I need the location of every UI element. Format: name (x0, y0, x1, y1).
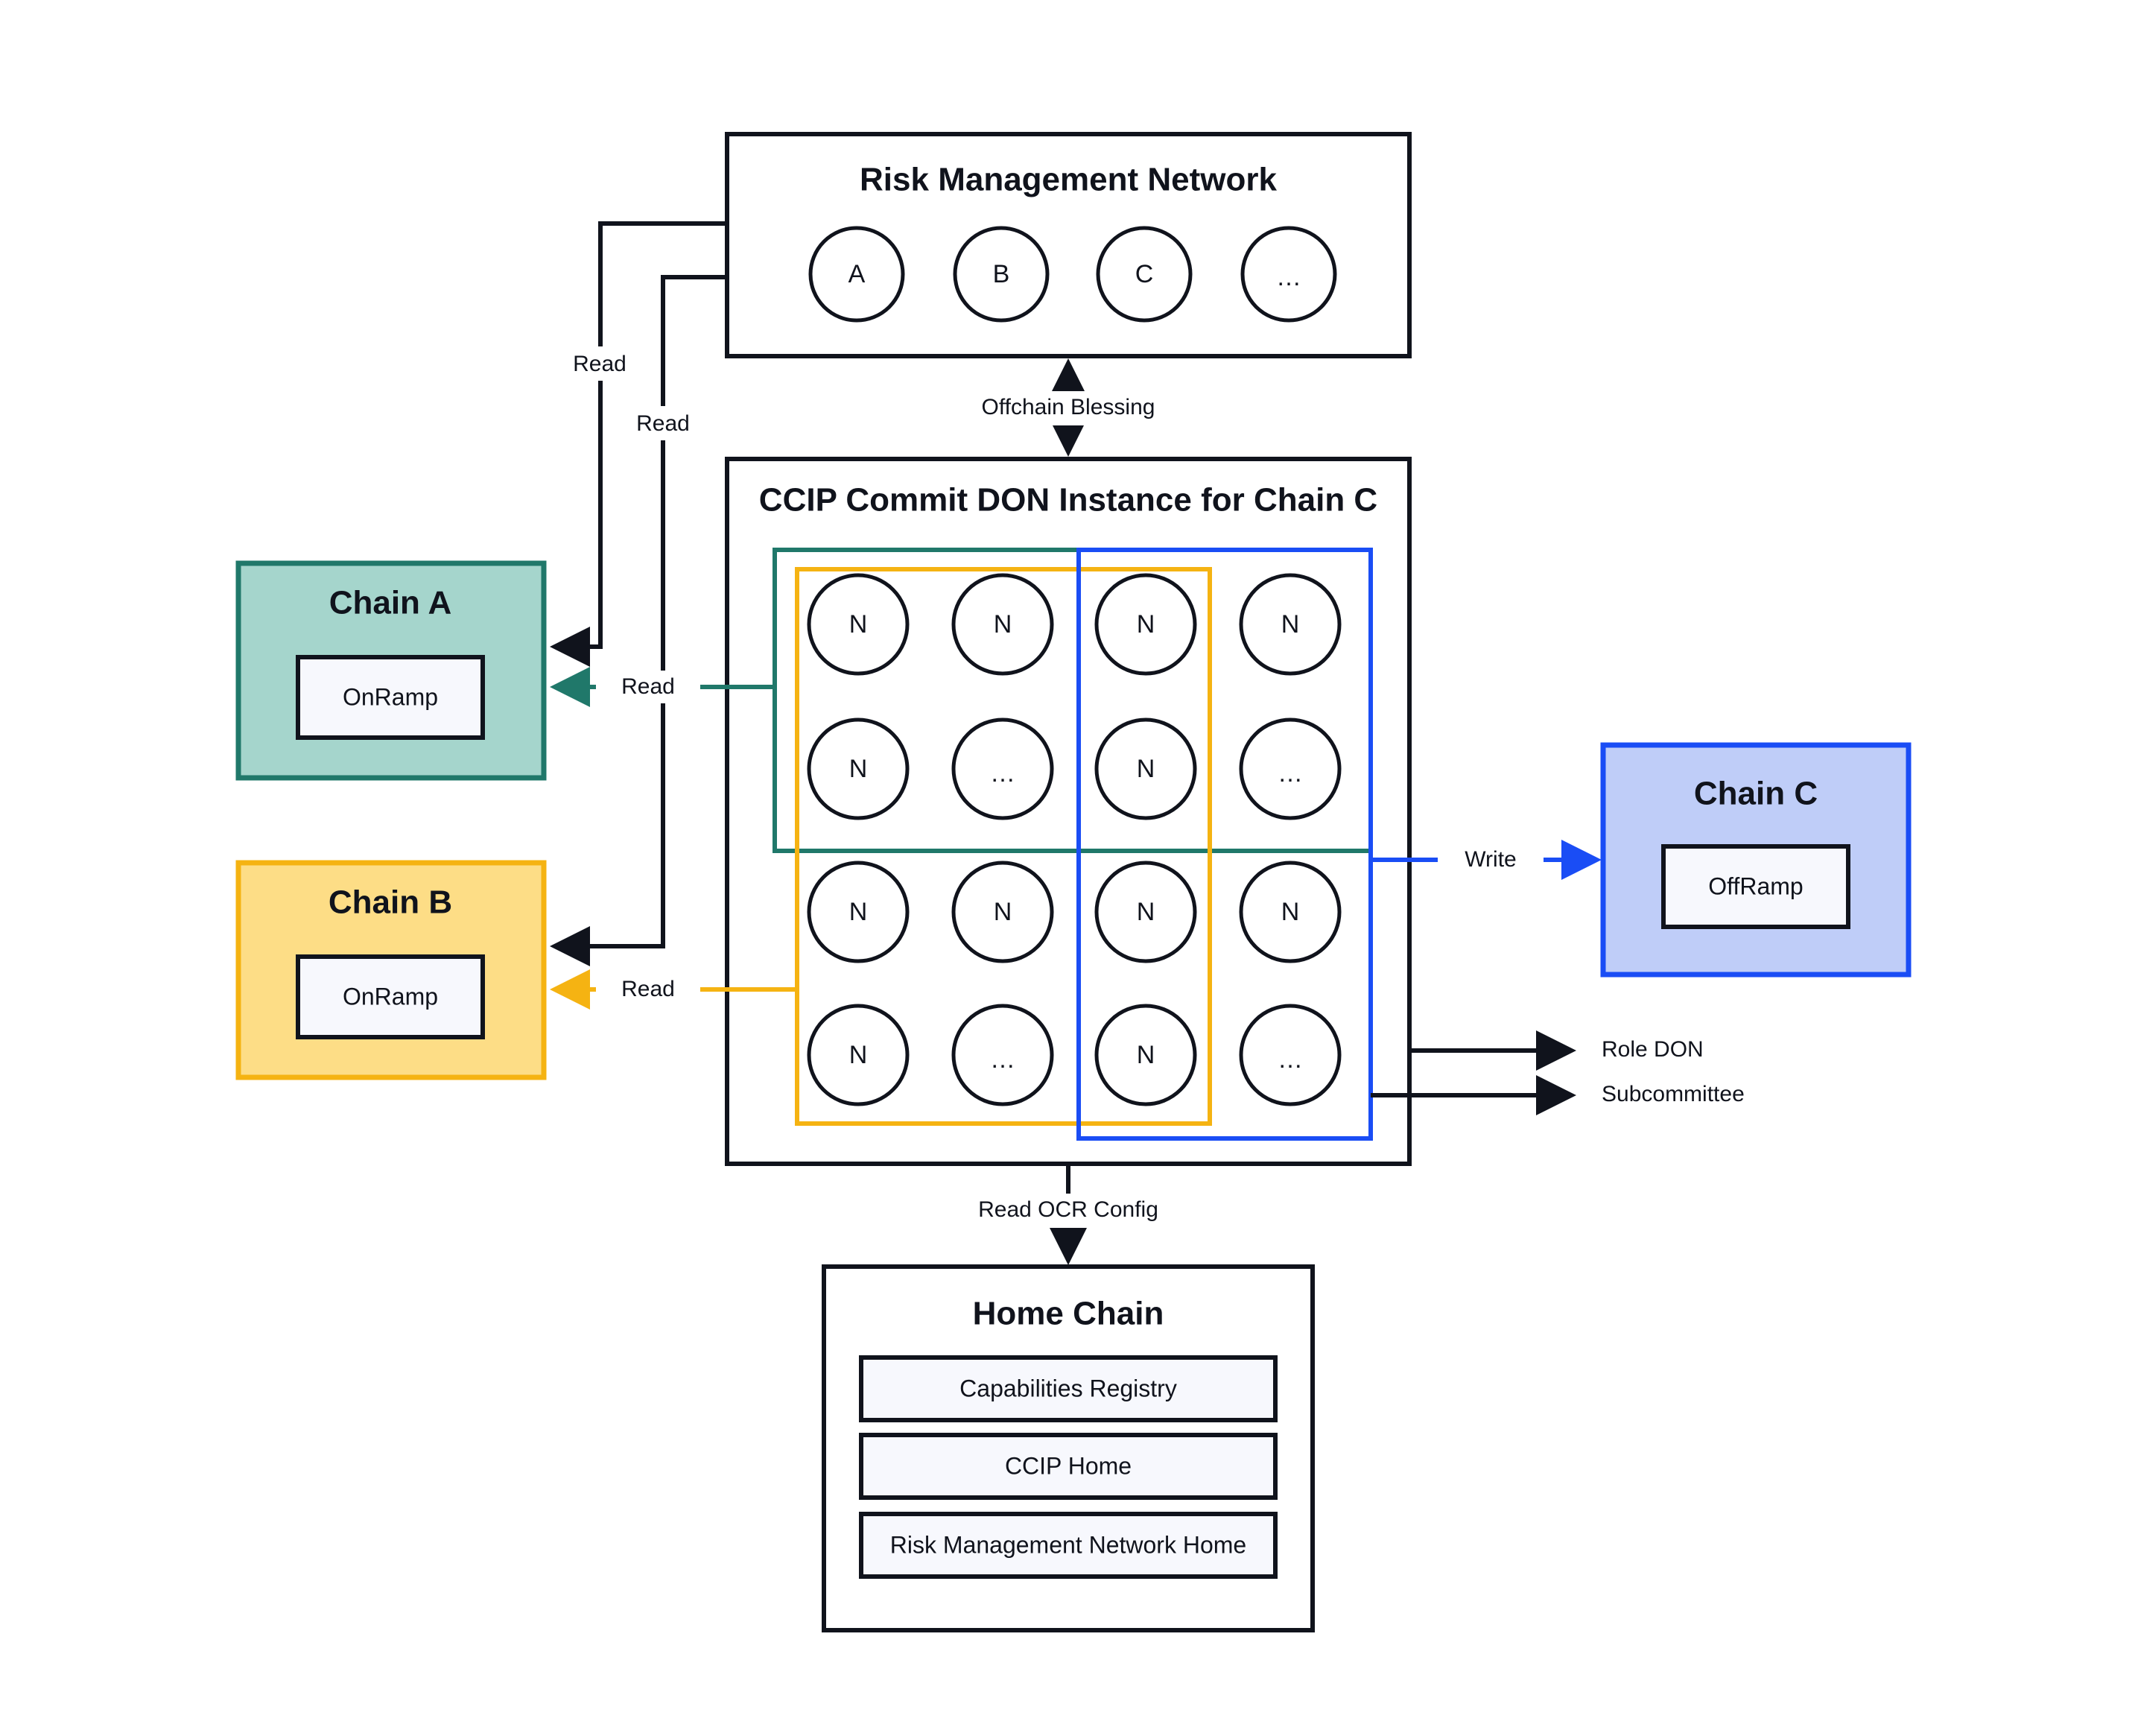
edge-read-rmn-to-chain-b-label: Read (636, 411, 690, 436)
home-chain-box[interactable]: Home Chain Capabilities Registry CCIP Ho… (822, 1264, 1315, 1632)
chain-b-box[interactable]: Chain B OnRamp (235, 860, 547, 1080)
chain-a-title: Chain A (329, 585, 452, 621)
legend-role-don-label: Role DON (1602, 1037, 1704, 1062)
home-chain-capabilities-registry[interactable]: Capabilities Registry (859, 1355, 1278, 1422)
home-chain-capabilities-registry-label: Capabilities Registry (959, 1375, 1177, 1401)
don-node[interactable]: N (807, 573, 910, 676)
rmn-node-a[interactable]: A (808, 226, 905, 323)
chain-c-title: Chain C (1694, 776, 1818, 812)
orange-group-outline (795, 567, 1212, 1126)
chain-a-onramp-label: OnRamp (343, 683, 438, 710)
don-node[interactable]: N (807, 717, 910, 820)
don-node[interactable]: N (807, 861, 910, 963)
edge-read-don-to-chain-a-label: Read (621, 674, 675, 699)
chain-b-onramp-label: OnRamp (343, 983, 438, 1010)
don-node-label: N (1281, 898, 1300, 926)
blue-group-outline (1076, 548, 1373, 1141)
chain-c-offramp-label: OffRamp (1708, 872, 1803, 899)
chain-b-onramp[interactable]: OnRamp (296, 954, 485, 1039)
edge-write-don-to-chain-c-label: Write (1465, 847, 1516, 872)
chain-a-box[interactable]: Chain A OnRamp (235, 560, 547, 781)
don-node[interactable]: … (1239, 1004, 1342, 1106)
don-node[interactable]: N (951, 861, 1054, 963)
rmn-node-c[interactable]: C (1096, 226, 1193, 323)
don-node[interactable]: N (951, 573, 1054, 676)
chain-b-title: Chain B (329, 884, 452, 921)
don-node[interactable]: N (1239, 573, 1342, 676)
rmn-node-b-label: B (993, 260, 1010, 288)
edge-read-don-to-chain-b-label: Read (621, 977, 675, 1001)
don-node-label: N (849, 1041, 868, 1069)
don-node-label: N (1137, 1041, 1155, 1069)
chain-c-offramp[interactable]: OffRamp (1661, 844, 1850, 929)
home-chain-ccip-home-label: CCIP Home (1005, 1452, 1132, 1479)
ccip-commit-don-title: CCIP Commit DON Instance for Chain C (759, 482, 1377, 519)
don-node-label: N (1137, 610, 1155, 639)
don-node[interactable]: N (1094, 717, 1197, 820)
don-node-label: N (994, 610, 1012, 639)
legend-subcommittee-label: Subcommittee (1602, 1082, 1745, 1106)
don-node[interactable]: N (807, 1004, 910, 1106)
edge-read-rmn-to-chain-a-label: Read (573, 352, 626, 376)
rmn-node-ellipsis[interactable]: … (1240, 226, 1337, 323)
home-chain-rmn-home-label: Risk Management Network Home (890, 1531, 1246, 1558)
risk-management-network-box[interactable]: Risk Management Network A B C … (725, 132, 1412, 358)
edge-read-ocr-config-label: Read OCR Config (978, 1197, 1158, 1222)
home-chain-rmn-home[interactable]: Risk Management Network Home (859, 1512, 1278, 1579)
don-node-label: N (1137, 755, 1155, 783)
edge-offchain-blessing-label: Offchain Blessing (982, 395, 1155, 419)
edge-read-rmn-to-chain-a[interactable] (550, 221, 727, 667)
don-node-label: N (849, 755, 868, 783)
don-node-label: … (1278, 759, 1303, 788)
home-chain-ccip-home[interactable]: CCIP Home (859, 1433, 1278, 1500)
chain-a-onramp[interactable]: OnRamp (296, 655, 485, 740)
don-node-label: N (1281, 610, 1300, 639)
don-node[interactable]: N (1094, 1004, 1197, 1106)
don-node-grid: N N N N N … N … (807, 573, 1342, 1106)
don-node[interactable]: N (1094, 573, 1197, 676)
don-node-label: … (1278, 1045, 1303, 1074)
home-chain-title: Home Chain (973, 1296, 1164, 1332)
don-node-label: N (849, 610, 868, 639)
don-node-label: N (994, 898, 1012, 926)
don-node-label: N (849, 898, 868, 926)
don-node[interactable]: N (1239, 861, 1342, 963)
don-node-label: … (990, 1045, 1015, 1074)
don-node[interactable]: … (1239, 717, 1342, 820)
edge-read-rmn-to-chain-b[interactable] (550, 275, 727, 966)
risk-management-network-title: Risk Management Network (860, 162, 1277, 198)
don-node-label: … (990, 759, 1015, 788)
rmn-node-c-label: C (1135, 260, 1154, 288)
rmn-node-b[interactable]: B (953, 226, 1050, 323)
don-node-label: N (1137, 898, 1155, 926)
don-node[interactable]: … (951, 1004, 1054, 1106)
chain-c-box[interactable]: Chain C OffRamp (1600, 742, 1912, 978)
rmn-node-ellipsis-label: … (1276, 263, 1301, 291)
don-node[interactable]: … (951, 717, 1054, 820)
don-node[interactable]: N (1094, 861, 1197, 963)
rmn-node-a-label: A (848, 260, 866, 288)
